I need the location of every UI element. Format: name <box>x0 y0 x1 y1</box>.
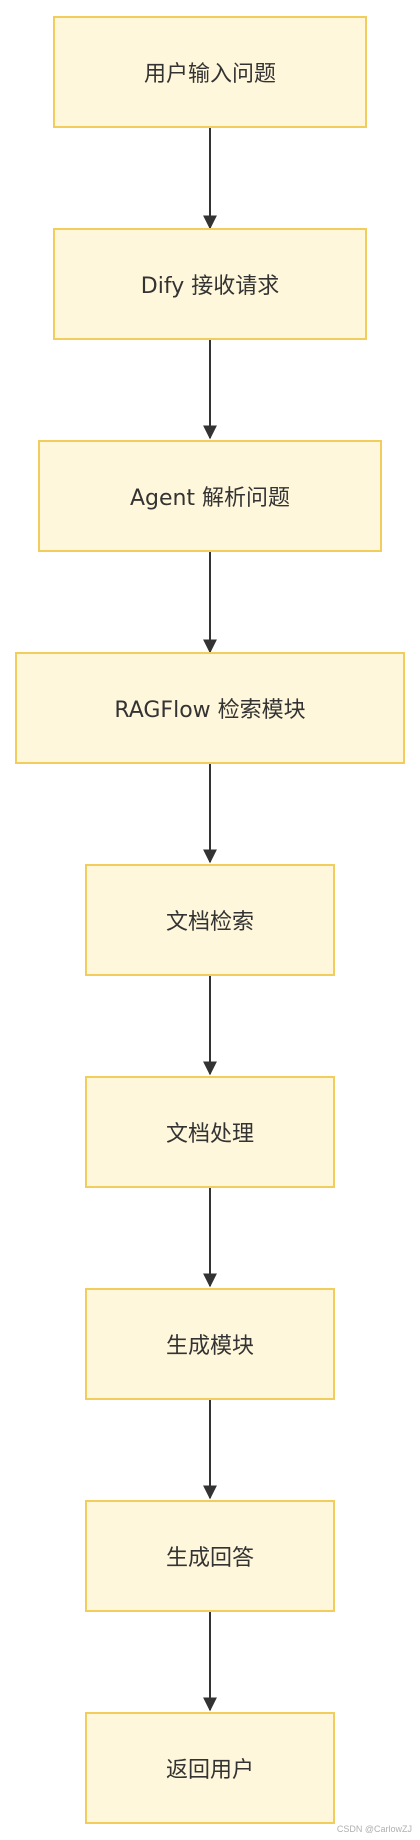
step-agent-parse: Agent 解析问题 <box>38 440 382 552</box>
step-label: 生成模块 <box>165 1334 254 1359</box>
step-generation-module: 生成模块 <box>85 1288 335 1400</box>
step-document-processing: 文档处理 <box>85 1076 335 1188</box>
step-dify-receive: Dify 接收请求 <box>53 228 367 340</box>
step-label: 返回用户 <box>165 1758 254 1783</box>
step-ragflow-retrieval-module: RAGFlow 检索模块 <box>15 652 405 764</box>
step-label: Dify 接收请求 <box>140 274 280 299</box>
step-generate-answer: 生成回答 <box>85 1500 335 1612</box>
step-user-input: 用户输入问题 <box>53 16 367 128</box>
step-label: 用户输入问题 <box>143 62 276 87</box>
watermark: CSDN @CarlowZJ <box>336 1824 412 1834</box>
step-label: 文档检索 <box>165 910 254 935</box>
step-document-retrieval: 文档检索 <box>85 864 335 976</box>
step-label: 生成回答 <box>165 1546 254 1571</box>
step-label: RAGFlow 检索模块 <box>114 698 306 723</box>
step-label: 文档处理 <box>165 1122 254 1147</box>
step-return-to-user: 返回用户 <box>85 1712 335 1824</box>
step-label: Agent 解析问题 <box>129 486 291 511</box>
